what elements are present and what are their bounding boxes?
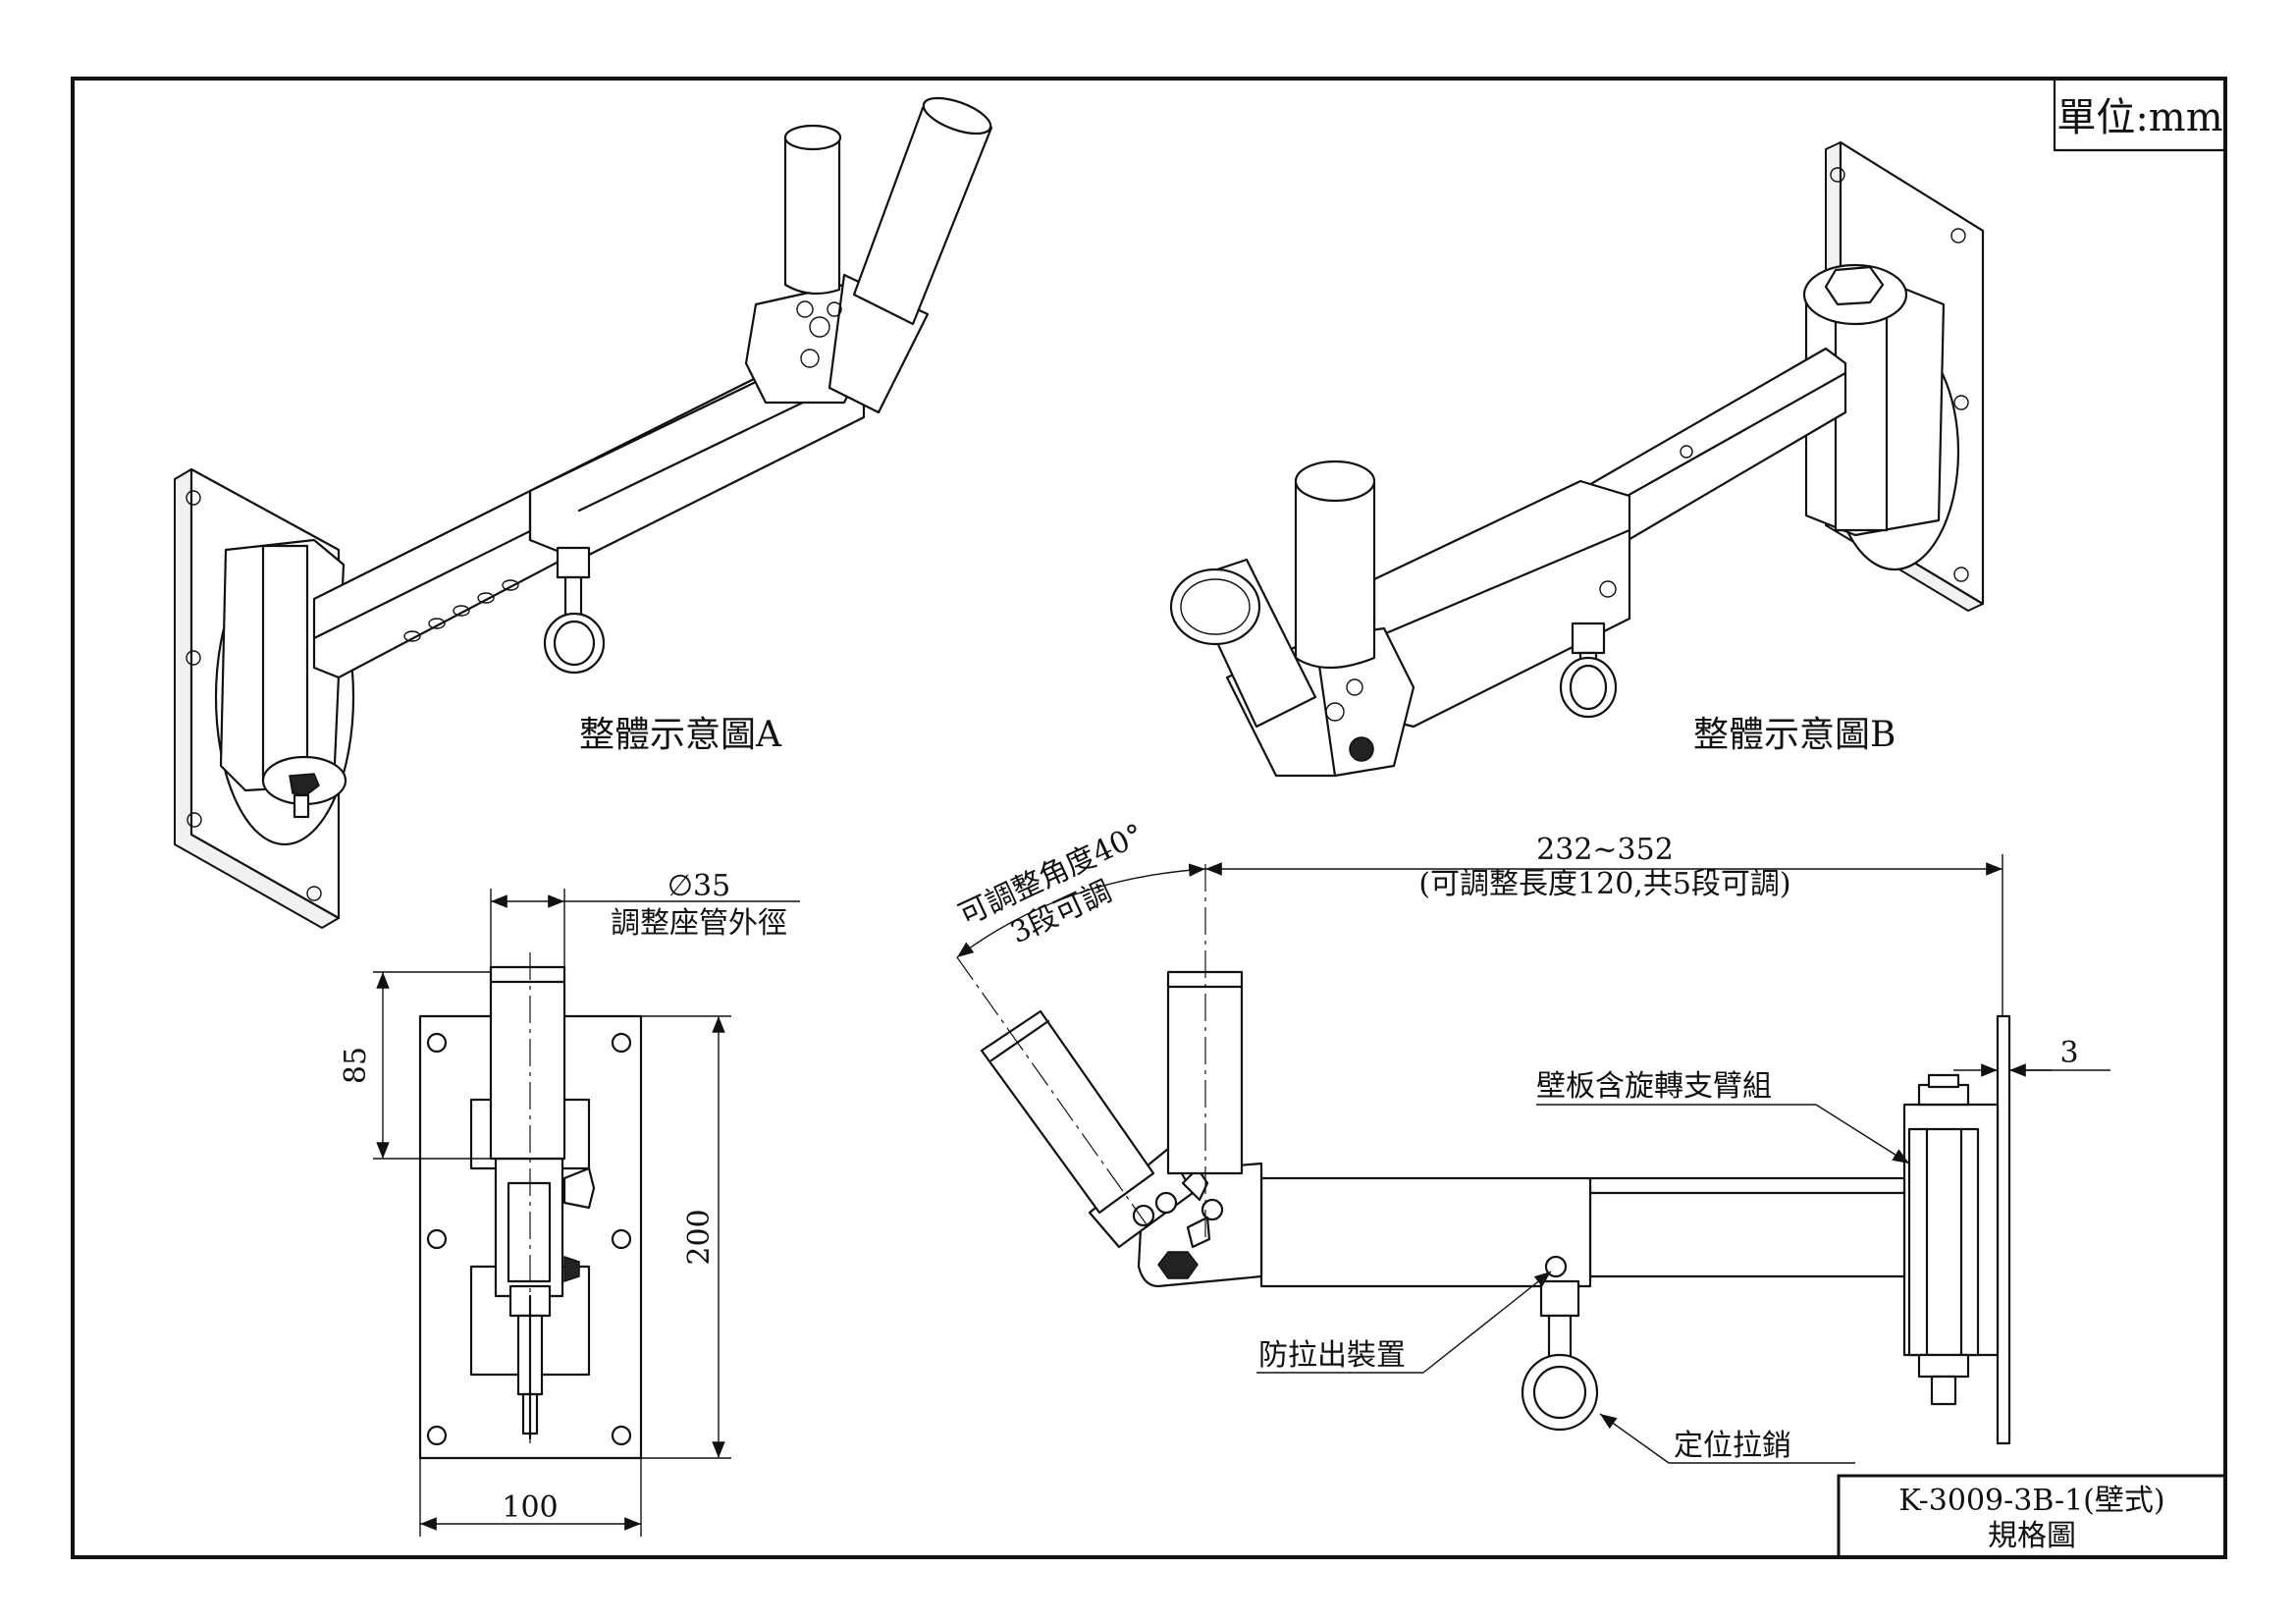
length-note: (可調整長度120,共5段可調)	[1418, 867, 1790, 901]
plate-thickness-label: 3	[2059, 1036, 2078, 1070]
unit-label: 單位:mm	[2056, 95, 2222, 140]
unit-box: 單位:mm	[2053, 77, 2227, 152]
side-view-dimensions	[956, 854, 2110, 1464]
diameter-note: 調整座管外徑	[611, 906, 787, 941]
anti-pull-callout: 防拉出裝置	[1258, 1338, 1406, 1373]
length-range-label: 232~352	[1536, 833, 1674, 867]
diameter-label: ∅35	[667, 869, 730, 903]
locating-pin-callout: 定位拉銷	[1674, 1429, 1791, 1463]
height-200-label: 200	[682, 1209, 717, 1265]
view-a-drawing	[174, 96, 993, 929]
sheet-border	[71, 77, 2227, 1559]
front-view-dimensions	[373, 889, 800, 1537]
width-100-label: 100	[502, 1490, 558, 1525]
wall-plate-callout: 壁板含旋轉支臂組	[1536, 1069, 1772, 1104]
view-b-caption: 整體示意圖B	[1693, 715, 1896, 755]
height-85-label: 85	[339, 1047, 373, 1084]
front-view-drawing	[418, 952, 643, 1460]
view-b-drawing	[1169, 140, 1985, 778]
title-block: K-3009-3B-1(壁式) 規格圖	[1837, 1474, 2227, 1559]
view-a-caption: 整體示意圖A	[579, 715, 782, 755]
side-view-drawing	[956, 864, 2011, 1445]
sheet-title: 規格圖	[1988, 1519, 2076, 1553]
model-number: K-3009-3B-1(壁式)	[1898, 1484, 2164, 1518]
